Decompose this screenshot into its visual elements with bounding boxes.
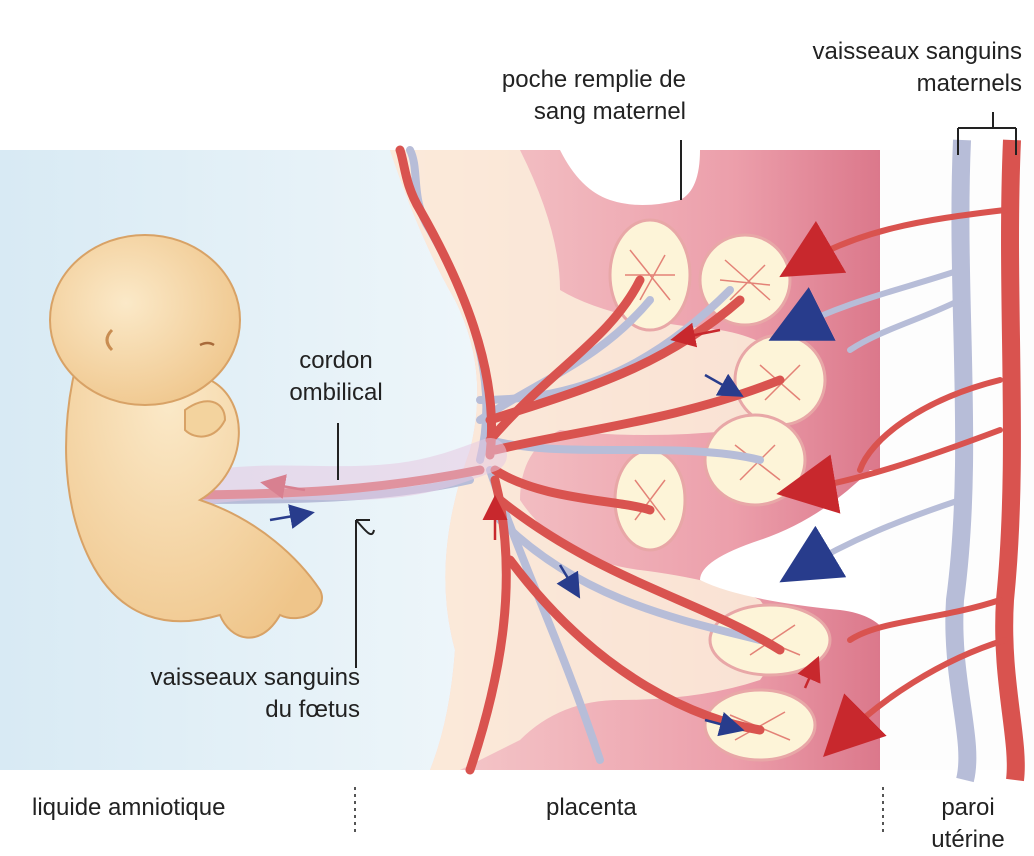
label-uterine-wall: paroi utérine bbox=[910, 792, 1026, 856]
label-maternal-vessels-line2: maternels bbox=[813, 68, 1022, 100]
label-umbilical-cord: cordon ombilical bbox=[276, 345, 396, 409]
uterine-wall-vein bbox=[954, 140, 967, 780]
label-fetal-vessels-line2: du fœtus bbox=[151, 694, 360, 726]
label-maternal-vessels: vaisseaux sanguins maternels bbox=[813, 36, 1022, 100]
uterine-wall-artery bbox=[1004, 140, 1016, 780]
label-maternal-vessels-line1: vaisseaux sanguins bbox=[813, 36, 1022, 68]
label-fetal-vessels: vaisseaux sanguins du fœtus bbox=[151, 662, 360, 726]
fetus-head bbox=[50, 235, 240, 405]
label-amniotic-fluid: liquide amniotique bbox=[32, 792, 225, 824]
label-fetal-vessels-line1: vaisseaux sanguins bbox=[151, 662, 360, 694]
label-blood-pocket-line2: sang maternel bbox=[502, 96, 686, 128]
label-blood-pocket-line1: poche remplie de bbox=[502, 64, 686, 96]
label-placenta: placenta bbox=[546, 792, 637, 824]
label-uterine-wall-line1: paroi bbox=[910, 792, 1026, 824]
label-uterine-wall-line2: utérine bbox=[910, 824, 1026, 856]
label-umbilical-cord-line2: ombilical bbox=[276, 377, 396, 409]
label-maternal-blood-pocket: poche remplie de sang maternel bbox=[502, 64, 686, 128]
label-umbilical-cord-line1: cordon bbox=[276, 345, 396, 377]
villus bbox=[700, 235, 790, 325]
